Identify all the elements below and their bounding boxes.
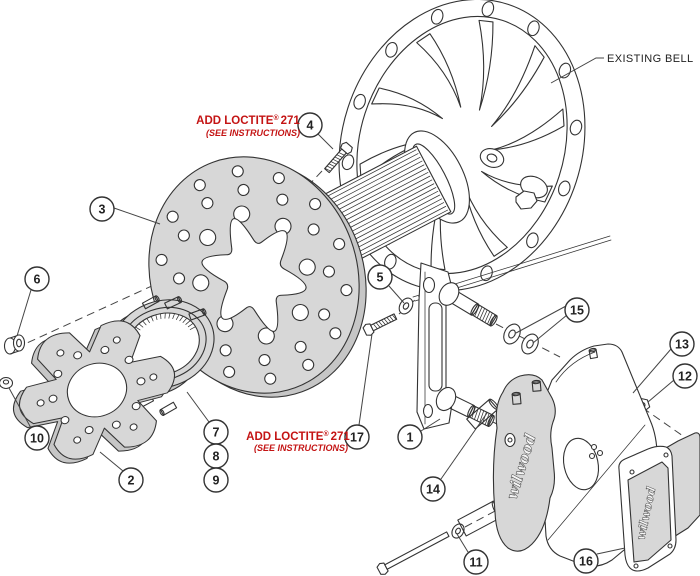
axle-nut — [3, 334, 26, 355]
bleed-screws — [511, 347, 598, 405]
svg-text:ADD LOCTITE®271: ADD LOCTITE®271 — [196, 114, 300, 127]
callout-16: 16 — [573, 548, 599, 574]
svg-text:13: 13 — [675, 338, 689, 352]
svg-text:(SEE INSTRUCTIONS): (SEE INSTRUCTIONS) — [254, 443, 348, 453]
bracket-bolt — [362, 313, 398, 336]
pad-face — [627, 461, 672, 563]
svg-text:3: 3 — [99, 203, 106, 217]
svg-text:11: 11 — [469, 556, 482, 570]
svg-text:9: 9 — [213, 474, 220, 488]
callout-5: 5 — [367, 264, 393, 290]
svg-text:(SEE INSTRUCTIONS): (SEE INSTRUCTIONS) — [206, 128, 300, 138]
callout-7: 7 — [203, 419, 229, 445]
existing-bell-label: EXISTING BELL — [607, 53, 694, 65]
svg-text:17: 17 — [350, 431, 364, 445]
callout-4: 4 — [297, 112, 323, 138]
callout-13: 13 — [669, 331, 695, 357]
brake-pads: wilwood — [618, 432, 700, 572]
rotor-center-opening — [201, 218, 307, 332]
svg-text:4: 4 — [307, 119, 314, 133]
svg-text:5: 5 — [377, 271, 384, 285]
svg-text:15: 15 — [570, 304, 584, 318]
callout-8: 8 — [203, 443, 229, 469]
bell-nut — [515, 190, 538, 210]
callout-10: 10 — [24, 425, 50, 451]
caliper-body-face — [492, 374, 556, 552]
callout-14: 14 — [420, 476, 446, 502]
long-bolt-washer — [451, 523, 465, 539]
callout-12: 12 — [672, 363, 698, 389]
svg-text:1: 1 — [407, 431, 414, 445]
svg-text:16: 16 — [579, 555, 593, 569]
callout-1: 1 — [397, 424, 423, 450]
svg-text:6: 6 — [34, 273, 41, 287]
svg-text:14: 14 — [426, 483, 440, 497]
caliper-mount-washers — [503, 323, 539, 355]
callout-3: 3 — [89, 196, 115, 222]
small-nut — [0, 376, 14, 390]
leader-lines — [8, 57, 675, 555]
callout-6: 6 — [24, 266, 50, 292]
caliper-long-bolt — [376, 531, 450, 575]
callout-2: 2 — [118, 467, 144, 493]
svg-text:12: 12 — [678, 370, 692, 384]
plate-holes — [36, 336, 158, 444]
bell-details — [412, 148, 612, 302]
axle-splines — [321, 149, 449, 260]
rotor-bolt — [324, 141, 353, 174]
svg-text:ADD LOCTITE®271: ADD LOCTITE®271 — [246, 430, 350, 443]
callout-17: 17 — [344, 424, 370, 450]
bracket-studs — [435, 282, 498, 427]
loctite-note-1: ADD LOCTITE®271 (SEE INSTRUCTIONS) — [196, 114, 300, 138]
bolt-4-axis — [290, 170, 323, 205]
svg-text:8: 8 — [213, 450, 220, 464]
callout-11: 11 — [463, 549, 489, 575]
callout-9: 9 — [203, 467, 229, 493]
svg-text:10: 10 — [30, 432, 44, 446]
adapter-plate — [18, 320, 176, 460]
svg-text:2: 2 — [128, 474, 135, 488]
loctite-note-2: ADD LOCTITE®271 (SEE INSTRUCTIONS) — [246, 430, 350, 453]
callout-15: 15 — [564, 297, 590, 323]
existing-bell-leader — [550, 57, 604, 84]
svg-text:7: 7 — [213, 426, 220, 440]
